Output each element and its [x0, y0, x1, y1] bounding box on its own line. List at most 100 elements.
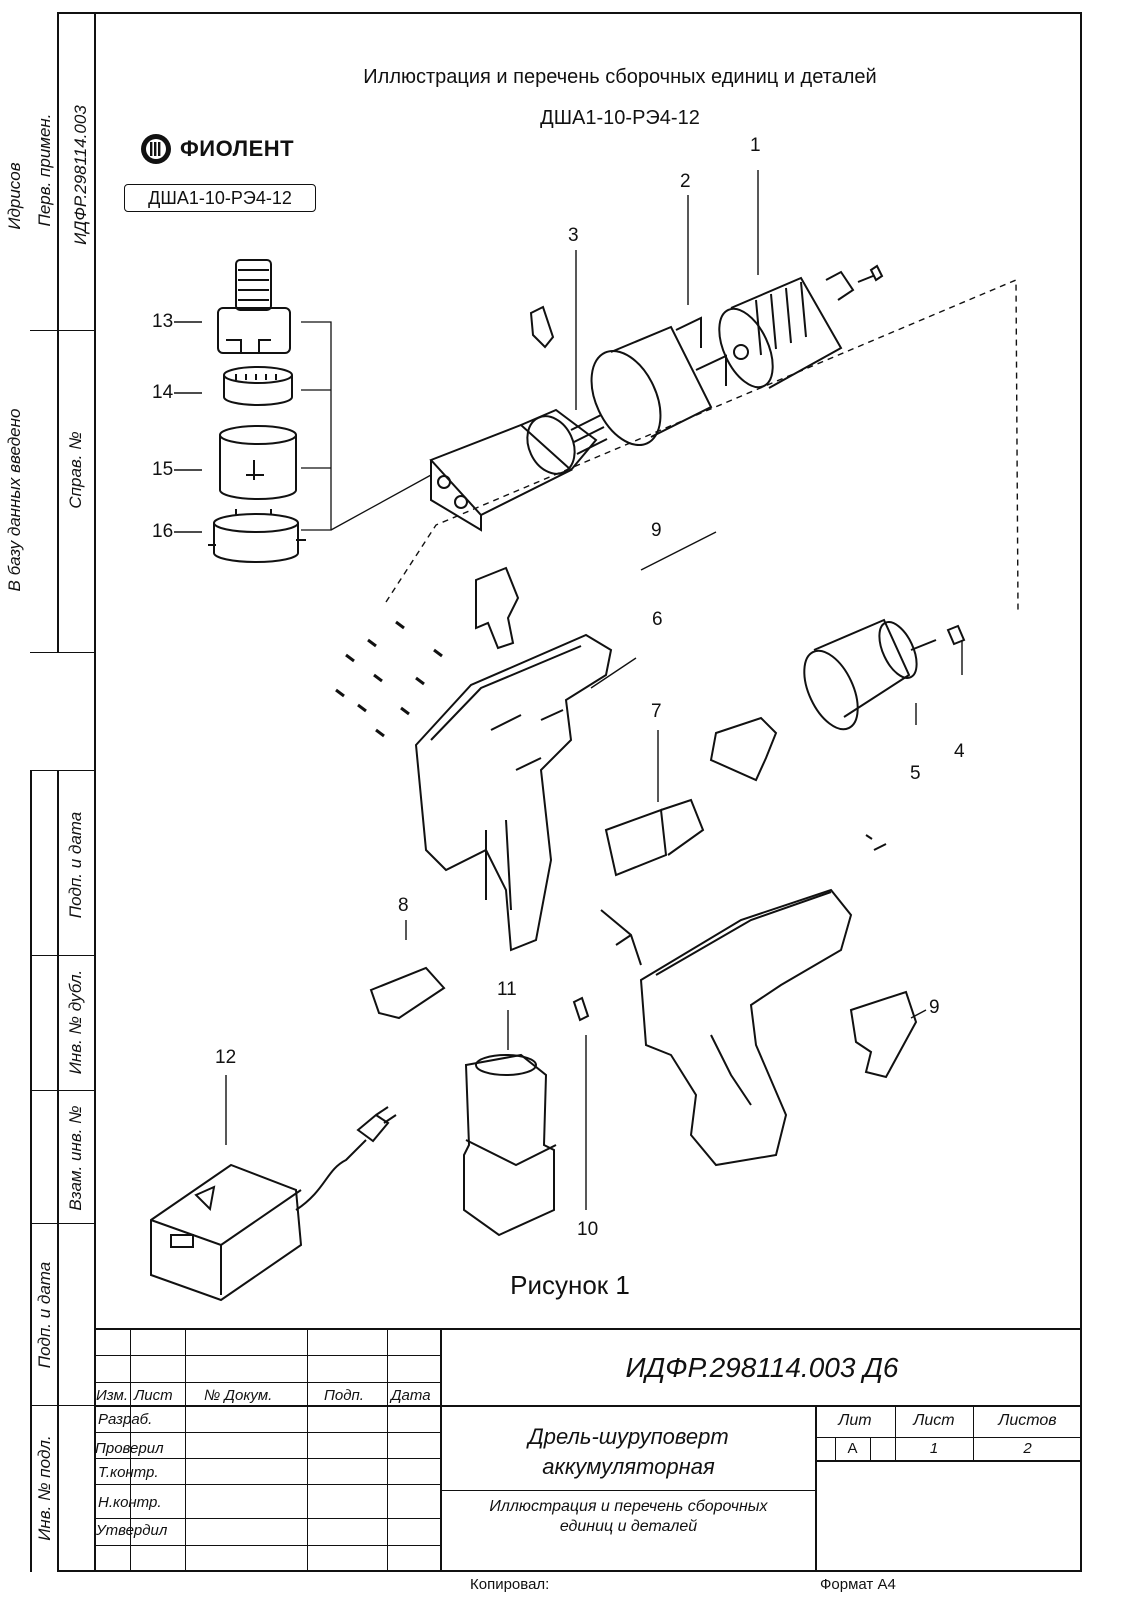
tb-h [440, 1490, 815, 1491]
strip-divider [30, 1090, 96, 1091]
assembly-dashed-line [385, 278, 1019, 611]
tb-subtitle-line2: единиц и деталей [559, 1518, 698, 1535]
tb-v [307, 1328, 308, 1572]
strip-label-inv-dubl: Инв. № дубл. [66, 969, 85, 1075]
tb-h [815, 1437, 1082, 1438]
tb-list-label: Лист [913, 1412, 955, 1429]
strip-label-perv-primen: Перв. примен. [35, 113, 54, 227]
pinion-4 [946, 624, 966, 646]
callout-7: 7 [651, 701, 662, 722]
callout-13: 13 [152, 311, 174, 332]
strip-divider [30, 1405, 96, 1406]
strip-doc-code: ИДФР.298114.003 [71, 105, 90, 245]
housing-assembled [639, 888, 853, 1167]
footer-copied: Копировал: [470, 1576, 550, 1593]
callout-6: 6 [652, 609, 663, 630]
gearbox-part-14 [223, 366, 293, 406]
tb-v [185, 1328, 186, 1572]
tb-subtitle-line1: Иллюстрация и перечень сборочных [489, 1498, 768, 1515]
tb-top [94, 1328, 1082, 1330]
footer-format: Формат А4 [820, 1576, 896, 1593]
callout-10: 10 [577, 1219, 599, 1240]
strip-label-outer-middle: В базу данных введено [5, 408, 24, 592]
gearbox-part-13 [217, 259, 291, 354]
tb-v [815, 1405, 817, 1572]
tb-h [94, 1545, 440, 1546]
tb-col-list: Лист [134, 1387, 173, 1404]
chuck-1 [718, 270, 855, 389]
strip-label-vzam-inv: Взам. инв. № [66, 1105, 85, 1211]
strip-divider [30, 955, 96, 956]
callout-8: 8 [398, 895, 409, 916]
callout-3: 3 [568, 225, 579, 246]
tb-h [94, 1484, 440, 1485]
heading-line1: Иллюстрация и перечень сборочных единиц … [363, 66, 877, 88]
strip-label-podp-data-1: Подп. и дата [66, 811, 85, 919]
callout-9-lower: 9 [929, 997, 940, 1018]
strip-label-inv-podl: Инв. № подл. [35, 1435, 54, 1541]
bracket-line [301, 321, 432, 531]
callout-4: 4 [954, 741, 965, 762]
tb-lit-value: А [847, 1440, 858, 1457]
strip-divider [30, 770, 96, 771]
brand-logo-icon [141, 134, 171, 164]
exploded-diagram [150, 170, 1019, 1302]
strip-divider [30, 330, 96, 331]
motor-5 [803, 618, 937, 731]
tb-row-razrab: Разраб. [98, 1411, 153, 1428]
tb-list-value: 1 [929, 1440, 939, 1457]
callout-15: 15 [152, 459, 174, 480]
tb-lit-label: Лит [838, 1412, 872, 1429]
gearbox-part-16 [208, 509, 306, 563]
tb-v [440, 1328, 442, 1572]
frame-right [1080, 12, 1082, 1572]
frame-top [57, 12, 1082, 14]
cover-9-upper [475, 566, 520, 650]
callout-2: 2 [680, 171, 691, 192]
brand-logo: ФИОЛЕНТ [140, 132, 294, 166]
tb-row-utverdil: Утвердил [96, 1522, 168, 1539]
tb-row-proveril: Проверил [95, 1440, 164, 1457]
frame-left-outer-lower [30, 770, 32, 1572]
callout-1: 1 [750, 135, 761, 156]
battery-11 [463, 1053, 557, 1237]
callout-14: 14 [152, 382, 174, 403]
tb-col-data: Дата [391, 1387, 431, 1404]
callout-16: 16 [152, 521, 174, 542]
small-part-10 [572, 996, 590, 1022]
battery-latch-8 [369, 966, 446, 1020]
callout-12: 12 [215, 1047, 237, 1068]
wire-terminal [865, 834, 887, 851]
housing-half-6 [414, 633, 613, 952]
tb-product-line2: аккумуляторная [542, 1454, 715, 1479]
cover-9-lower [849, 990, 918, 1079]
tb-row-tkontr: Т.контр. [98, 1464, 159, 1481]
tb-h [94, 1518, 440, 1519]
screw-cluster [335, 620, 443, 738]
strip-divider [30, 652, 96, 653]
model-box: ДША1-10-РЭ4-12 [124, 184, 316, 212]
frame-left-mid-lower [57, 770, 59, 1572]
tb-v [835, 1437, 836, 1460]
strip-label-podp-data-2: Подп. и дата [35, 1261, 54, 1369]
tb-v [387, 1328, 388, 1572]
tb-h [94, 1355, 440, 1356]
tb-h [94, 1432, 440, 1433]
tb-v [130, 1328, 131, 1572]
heading-line2: ДША1-10-РЭ4-12 [540, 107, 700, 129]
frame-bottom [57, 1570, 1082, 1572]
tb-col-izm: Изм. [96, 1387, 128, 1404]
callout-9-upper: 9 [651, 520, 662, 541]
charger-12 [150, 1106, 397, 1302]
tb-col-podp: Подп. [324, 1387, 364, 1404]
tb-col-doc: № Докум. [204, 1387, 273, 1404]
chuck-screw [857, 264, 884, 283]
tb-h [94, 1458, 440, 1459]
strip-label-outer-top: Идрисов [5, 162, 24, 230]
tb-listov-value: 2 [1023, 1440, 1032, 1457]
tb-product-line1: Дрель-шуруповерт [528, 1424, 729, 1449]
tb-v [870, 1437, 871, 1460]
leader-lines [174, 170, 963, 1210]
gearbox-part-15 [219, 425, 297, 500]
tb-h [815, 1460, 1082, 1462]
